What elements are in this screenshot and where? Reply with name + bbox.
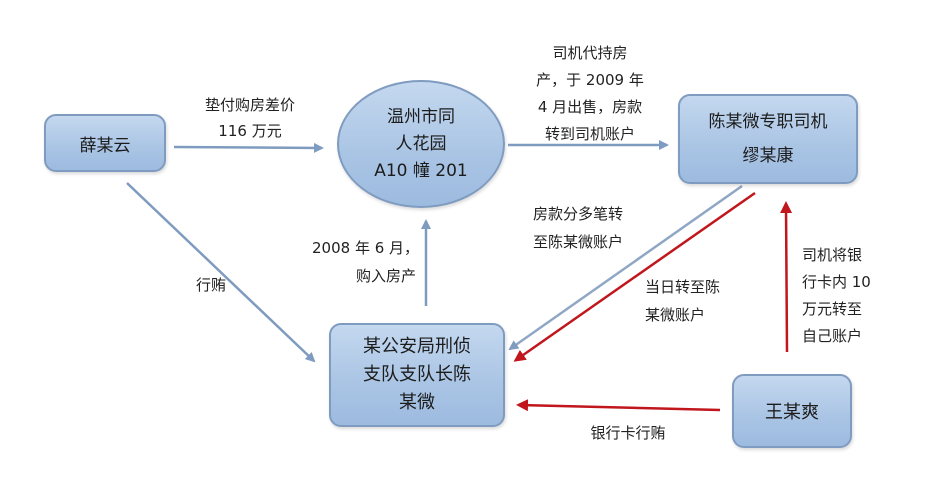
label-house-to-driver: 司机代持房 产，于 2009 年 4 月出售，房款 转到司机账户 (530, 40, 650, 148)
node-house: 温州市同 人花园 A10 幢 201 (337, 80, 505, 208)
node-chen-line-3: 某微 (399, 392, 435, 413)
label-wang-to-driver: 司机将银 行卡内 10 万元转至 自己账户 (802, 242, 882, 350)
label-driver-to-chen-blue: 房款分多笔转 至陈某微账户 (533, 200, 645, 256)
label-wang-to-chen: 银行卡行贿 (578, 420, 678, 446)
label-line: 至陈某微账户 (533, 233, 624, 251)
label-xue-to-house: 垫付购房差价 116 万元 (190, 92, 310, 144)
node-driver-line-2: 缪某康 (742, 146, 794, 166)
label-line: 购入房产 (355, 267, 416, 285)
label-line: 行卡内 10 (802, 273, 871, 291)
arrow-driver-to-chen-red (513, 191, 756, 362)
arrow-wang-to-driver (780, 201, 793, 353)
node-driver-line-1: 陈某微专职司机 (708, 112, 828, 132)
node-chen: 某公安局刑侦 支队支队长陈 某微 (329, 323, 505, 427)
label-driver-to-chen-red: 当日转至陈 某微账户 (645, 273, 740, 329)
arrow-wang-to-chen (516, 399, 721, 412)
node-wang-label: 王某爽 (765, 402, 819, 423)
node-xue-label: 薛某云 (79, 135, 131, 156)
node-chen-line-1: 某公安局刑侦 (363, 336, 471, 357)
label-line: 垫付购房差价 (204, 96, 295, 114)
label-line: 银行卡行贿 (590, 424, 666, 442)
label-line: 自己账户 (802, 327, 863, 345)
arrow-xue-to-chen (126, 182, 316, 363)
label-line: 房款分多笔转 (533, 205, 624, 223)
node-xue: 薛某云 (44, 114, 166, 172)
label-line: 司机代持房 (552, 44, 628, 62)
label-line: 司机将银 (802, 246, 863, 264)
node-driver: 陈某微专职司机 缪某康 (678, 94, 858, 184)
label-line: 4 月出售，房款 (537, 98, 643, 116)
node-wang: 王某爽 (732, 374, 852, 448)
label-line: 当日转至陈 (645, 278, 721, 296)
arrow-xue-to-house (173, 142, 324, 153)
node-chen-line-2: 支队支队长陈 (363, 364, 471, 385)
node-house-line-2: 人花园 (395, 133, 447, 154)
label-line: 2008 年 6 月， (312, 239, 420, 257)
label-chen-to-house: 2008 年 6 月， 购入房产 (312, 234, 420, 290)
label-line: 转到司机账户 (544, 125, 635, 143)
label-line: 产，于 2009 年 (536, 71, 644, 89)
node-house-line-1: 温州市同 (387, 106, 455, 127)
arrow-driver-to-chen-blue (508, 184, 743, 351)
label-xue-to-chen: 行贿 (186, 272, 236, 298)
label-line: 行贿 (195, 276, 226, 294)
label-line: 某微账户 (645, 306, 706, 324)
label-line: 116 万元 (218, 122, 282, 140)
node-house-line-3: A10 幢 201 (374, 160, 468, 181)
label-line: 万元转至 (802, 300, 863, 318)
